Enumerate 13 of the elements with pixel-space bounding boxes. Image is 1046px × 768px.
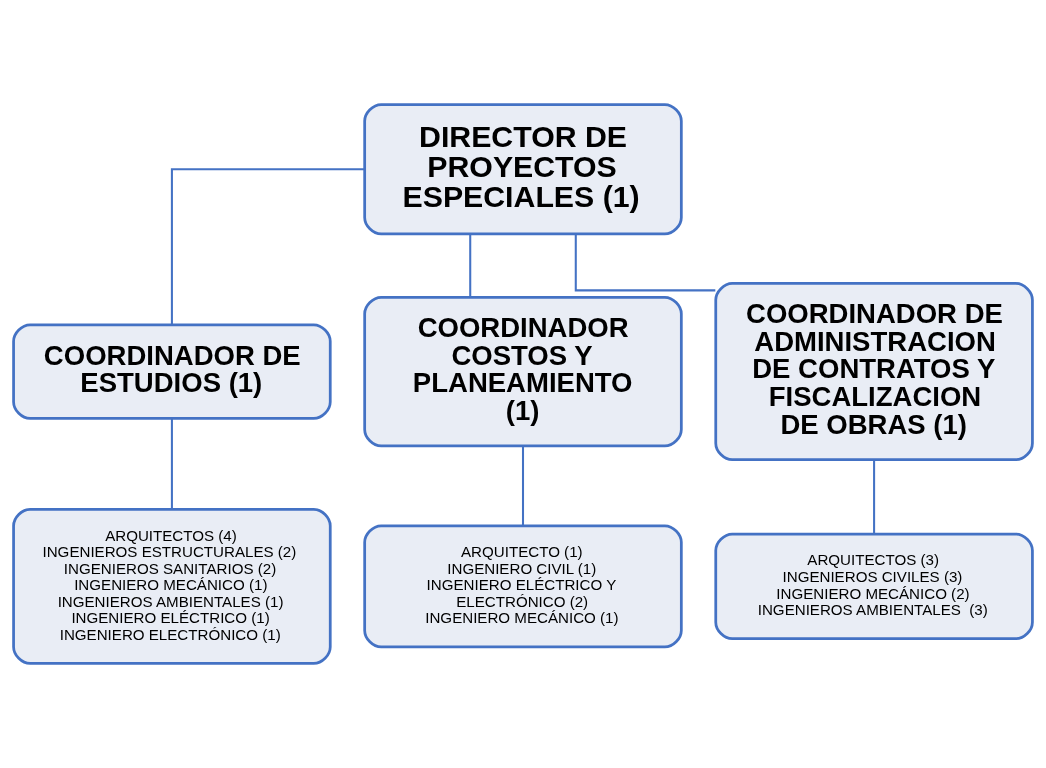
- connector: [469, 234, 472, 298]
- connector: [521, 446, 525, 526]
- connector: [170, 418, 173, 509]
- node-box: ARQUITECTO (1) INGENIERO CIVIL (1) INGENIERO ELÉCTRICO Y ELECTRÓNICO (2) INGENIERO MECÁNICO (1): [363, 524, 683, 649]
- node-box: ARQUITECTOS (3) INGENIEROS CIVILES (3) INGENIERO MECÁNICO (2) INGENIEROS AMBIENTALES (3): [714, 532, 1034, 641]
- connector: [574, 234, 716, 292]
- node-box: DIRECTOR DE PROYECTOS ESPECIALES (1): [363, 103, 683, 236]
- connector: [170, 168, 365, 325]
- node-box: COORDINADOR DE ESTUDIOS (1): [12, 323, 332, 420]
- connector: [873, 460, 876, 534]
- node-box: ARQUITECTOS (4) INGENIEROS ESTRUCTURALES (2) INGENIEROS SANITARIOS (2) INGENIERO MECÁNICO (1) INGENIEROS AMBIENTALES (1) INGENIERO ELÉCTRICO (1) INGENIERO ELECTRÓNICO (1): [12, 507, 332, 665]
- node-box: COORDINADOR DE ADMINISTRACION DE CONTRATOS Y FISCALIZACION DE OBRAS (1): [714, 282, 1034, 462]
- node-box: COORDINADOR COSTOS Y PLANEAMIENTO (1): [363, 295, 683, 448]
